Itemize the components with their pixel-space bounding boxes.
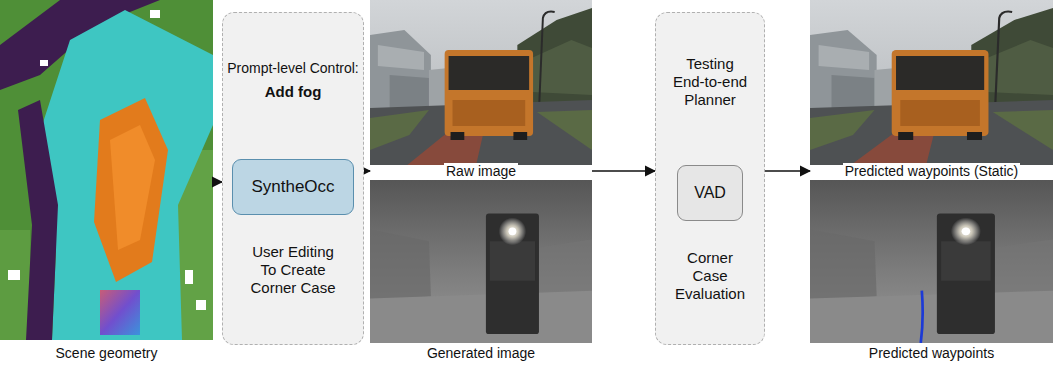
voxel-scene xyxy=(0,0,213,340)
box-label: Testing End-to-end Planner xyxy=(670,55,750,109)
image-panel: Generated image xyxy=(370,180,592,362)
flow-arrow xyxy=(592,170,655,172)
image-caption: Scene geometry xyxy=(54,345,160,362)
box-label: Add fog xyxy=(265,83,322,101)
waypoint-path xyxy=(921,291,923,343)
stage-box: Prompt-level Control: Add fogSyntheOccUse… xyxy=(222,12,364,345)
planner-box: VAD xyxy=(677,165,743,221)
box-label: SyntheOcc xyxy=(251,177,334,197)
flow-arrow xyxy=(765,170,810,172)
flow-arrow xyxy=(213,181,222,183)
image-panel: Predicted waypoints xyxy=(810,180,1053,362)
stage-box: Testing End-to-end PlannerVAD Corner Case… xyxy=(655,12,765,345)
box-label: User Editing To Create Corner Case xyxy=(246,243,341,297)
box-label: Prompt-level Control: xyxy=(227,60,359,77)
generator-box: SyntheOcc xyxy=(232,159,354,215)
flow-arrow xyxy=(364,170,370,172)
raw-camera-image xyxy=(370,0,592,165)
image-caption: Raw image xyxy=(444,163,518,180)
image-caption: Generated image xyxy=(425,345,537,362)
foggy-generated-image xyxy=(370,180,592,343)
static-prediction-image xyxy=(810,0,1053,165)
box-label: Corner Case Evaluation xyxy=(670,249,750,303)
image-caption: Predicted waypoints xyxy=(867,345,996,362)
image-panel: Scene geometry xyxy=(0,0,213,362)
image-panel: Predicted waypoints (Static) xyxy=(810,0,1053,180)
image-panel: Raw image xyxy=(370,0,592,180)
image-caption: Predicted waypoints (Static) xyxy=(843,163,1021,180)
foggy-prediction-image xyxy=(810,180,1053,343)
box-label: VAD xyxy=(694,183,726,202)
